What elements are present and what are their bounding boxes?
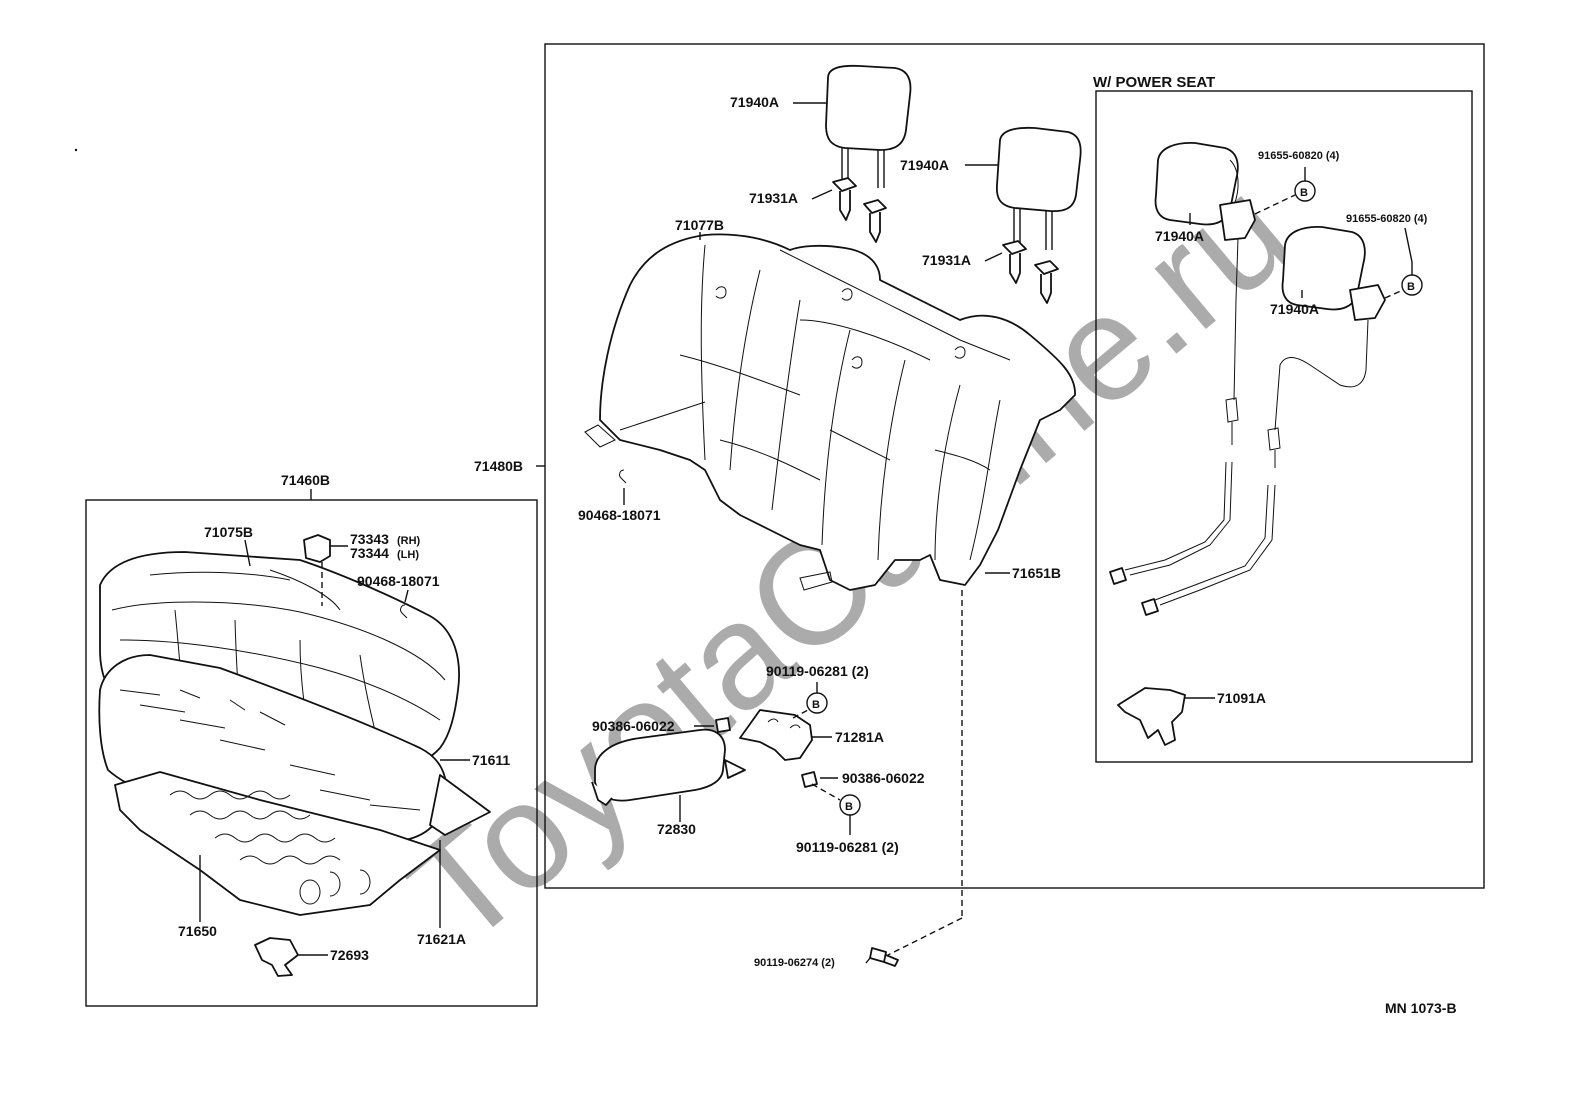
label-headrest-2: 71940A: [900, 157, 949, 173]
bolt-mark-top-letter: B: [812, 699, 820, 711]
armrest-hinge-drawing: [591, 781, 613, 806]
label-bolt-top: 90119-06281 (2): [766, 663, 869, 679]
label-lock: 72693: [330, 947, 369, 963]
power-headrest-2-drawing: [1141, 226, 1404, 616]
back-clip-drawing: [619, 469, 627, 484]
power-bolt-mark-2-letter: B: [1407, 281, 1415, 293]
label-bracket: 71281A: [835, 729, 884, 745]
power-seat-title: W/ POWER SEAT: [1093, 74, 1215, 91]
label-support-1: 71931A: [749, 190, 798, 206]
label-power-screw-1: 91655-60820 (4): [1258, 150, 1340, 162]
nut-left-drawing: [715, 717, 731, 733]
clip-drawing: [400, 604, 408, 619]
hook-drawing: [303, 534, 331, 563]
label-hook-rh: 73343: [350, 531, 389, 547]
label-power-screw-2: 91655-60820 (4): [1346, 213, 1428, 225]
label-spring: 71650: [178, 923, 217, 939]
power-hinge-drawing: [1117, 687, 1186, 746]
support-1b-drawing: [863, 199, 887, 243]
label-back-cover: 71077B: [675, 217, 724, 233]
label-bolt-outside: 90119-06274 (2): [754, 957, 835, 969]
label-cushion-clip: 90468-18071: [357, 573, 440, 589]
headrest-2-drawing: [995, 126, 1082, 250]
armrest-tab-drawing: [724, 759, 746, 779]
power-seat-frame: [1095, 90, 1473, 763]
label-back-assembly: 71480B: [474, 458, 523, 474]
armrest-drawing: [594, 728, 726, 802]
outside-bolt-drawing: [869, 947, 899, 967]
spring-frame-drawing: [114, 771, 441, 916]
label-back-clip: 90468-18071: [578, 507, 661, 523]
drawing-code: MN 1073-B: [1385, 1000, 1457, 1016]
lock-drawing: [254, 937, 299, 977]
label-power-hinge: 71091A: [1217, 690, 1266, 706]
label-cushion-pad: 71611: [472, 752, 510, 768]
label-nut-left: 90386-06022: [592, 718, 675, 734]
power-bolt-mark-1-letter: B: [1300, 187, 1308, 199]
label-hook-lh: 73344: [350, 545, 389, 561]
label-back-pad: 71651B: [1012, 565, 1061, 581]
seat-cushion-group: 71460B: [85, 472, 538, 1007]
seat-back-group: 71480B: [474, 43, 1485, 969]
protector-drawing: [429, 774, 491, 836]
label-bolt-bottom: 90119-06281 (2): [796, 839, 899, 855]
label-power-headrest-1: 71940A: [1155, 228, 1204, 244]
label-power-headrest-2: 71940A: [1270, 301, 1319, 317]
label-protector: 71621A: [417, 931, 466, 947]
label-support-2: 71931A: [922, 252, 971, 268]
label-armrest: 72830: [657, 821, 696, 837]
label-nut-right: 90386-06022: [842, 770, 925, 786]
back-cover-drawing: [584, 233, 1076, 591]
label-headrest-1: 71940A: [730, 94, 779, 110]
bracket-drawing: [739, 709, 813, 761]
support-2a-drawing: [1002, 240, 1027, 284]
nut-right-drawing: [801, 771, 818, 788]
support-2b-drawing: [1034, 260, 1059, 304]
support-1a-drawing: [832, 177, 857, 221]
headrest-1-drawing: [825, 64, 912, 188]
bolt-mark-bottom-letter: B: [845, 801, 853, 813]
power-headrest-1-drawing: [1109, 142, 1296, 585]
label-hook-lh-side: (LH): [397, 549, 419, 561]
label-cushion-assembly: 71460B: [281, 472, 330, 488]
speck: [74, 148, 78, 152]
label-cushion-cover: 71075B: [204, 524, 253, 540]
power-seat-group: W/ POWER SEAT: [1093, 74, 1473, 763]
label-hook-rh-side: (RH): [397, 535, 421, 547]
